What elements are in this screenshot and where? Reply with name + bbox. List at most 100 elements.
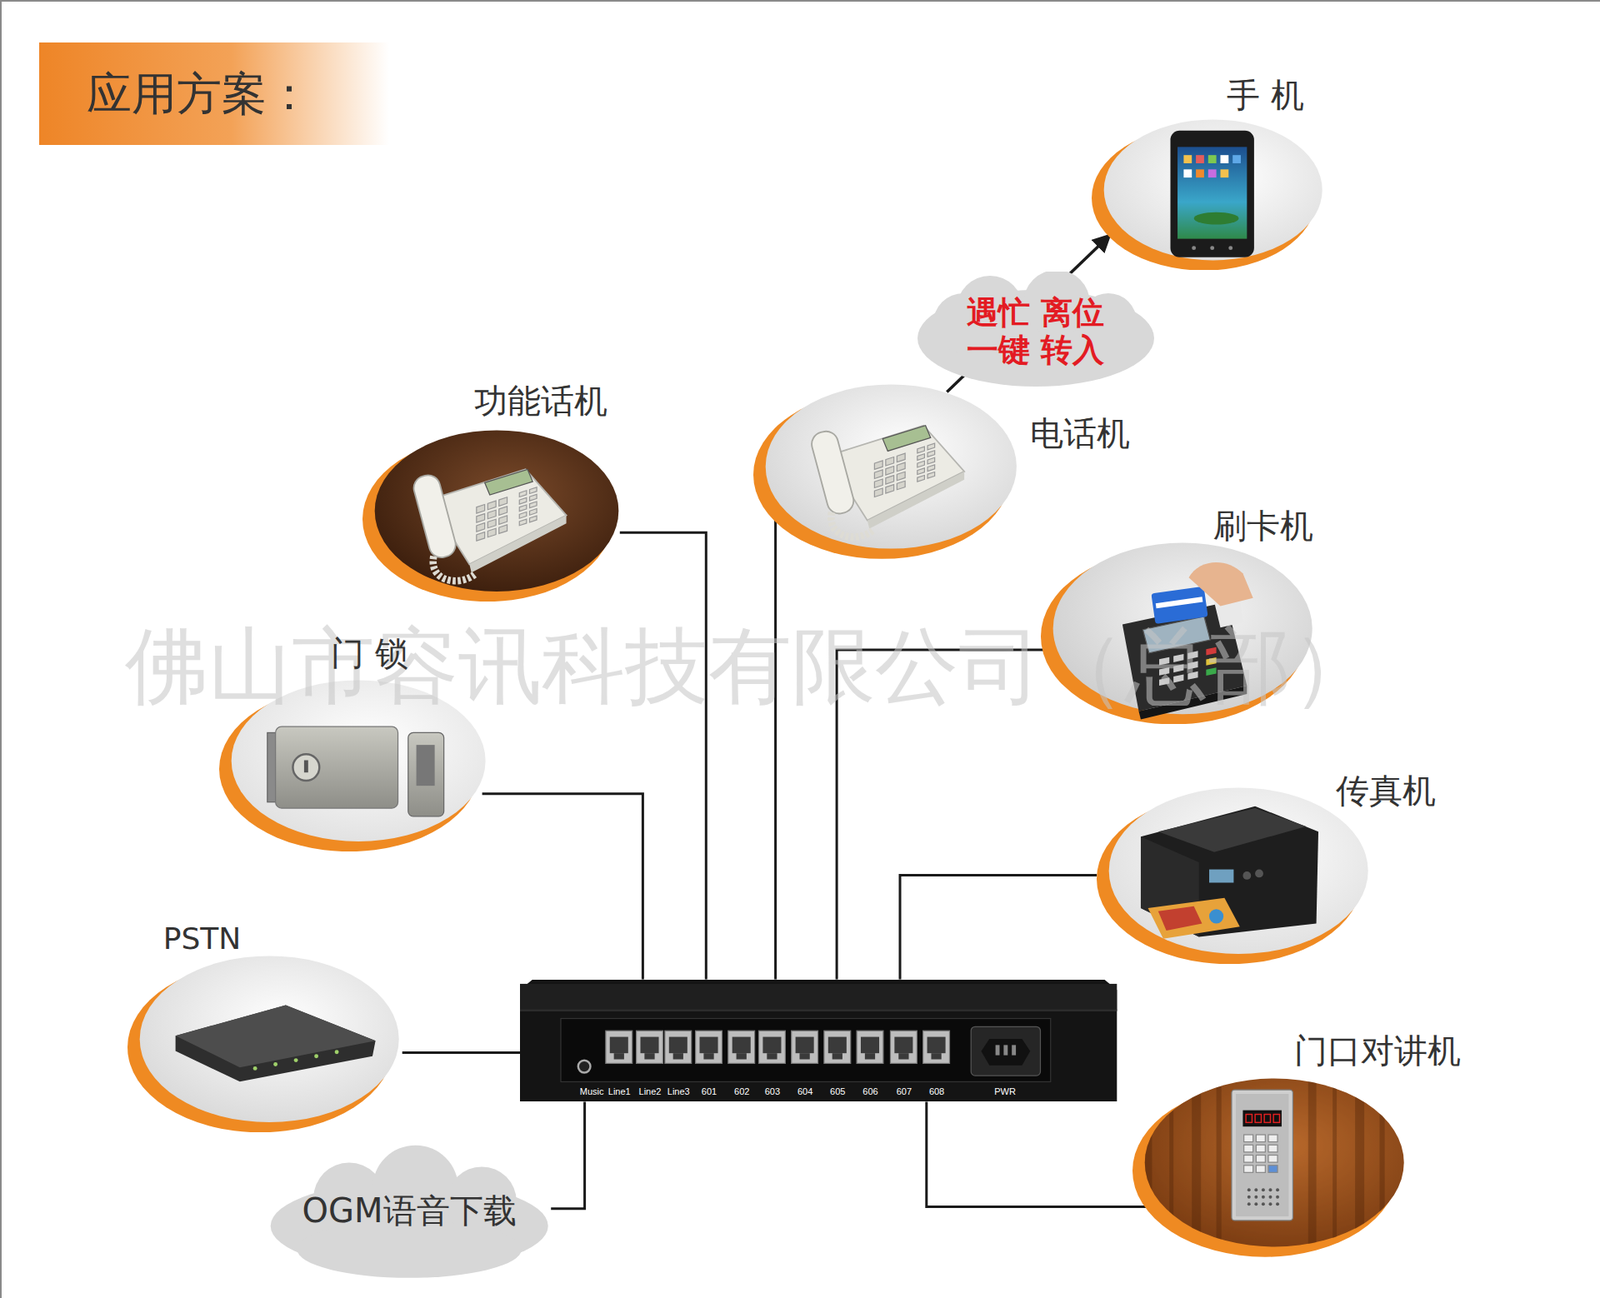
g-part [917,271,1155,387]
port-label: 602 [734,1087,750,1099]
rect-part [1187,650,1198,660]
circle-part [273,1062,278,1067]
path-part [1189,562,1254,606]
rect-part [791,1030,819,1064]
pbx-unit-node: MusicLine1Line2Line360160260360460560660… [520,980,1117,1103]
rect-part [931,1053,942,1060]
circle-part [292,754,320,781]
wire-line [402,1051,521,1055]
rect-part [1209,870,1234,884]
circle-part [1191,245,1196,250]
rect-part [832,1053,843,1060]
rect-part [860,1036,880,1054]
rect-part [795,1036,815,1054]
ogm-cloud-node: OGM语音下载 [267,1142,551,1280]
rect-part [865,1053,875,1060]
rect-part [1169,1071,1174,1266]
path-part [520,980,1117,1103]
rect-part [1191,1071,1201,1266]
rect-part [828,1036,847,1054]
door-lock-picture [267,726,445,817]
path-part [1142,616,1210,654]
ellipse-part [1194,212,1240,225]
rect-part [1355,1071,1365,1266]
rect-part [304,760,309,774]
rect-part [1155,596,1204,609]
rect-part [669,1036,688,1054]
path-part [175,1005,376,1068]
port-label: 606 [862,1087,878,1099]
rect-part [767,1053,778,1060]
line-part [520,1009,1117,1011]
rect-part [1205,667,1216,676]
rect-part [1159,667,1170,676]
tablet-picture [1170,130,1254,258]
rect-part [1244,1155,1254,1164]
rect-part [923,1030,950,1064]
rect-part [890,1030,918,1064]
feature-phone-picture [410,469,566,581]
telephone-picture [809,425,965,538]
rect-part [824,1030,851,1064]
rect-part [1244,1135,1254,1143]
ellipse-part [1104,119,1323,260]
g-part [1145,1071,1385,1266]
wire-line [774,520,777,980]
rect-part [1195,169,1205,178]
device-label: 传真机 [1335,770,1436,811]
title-band: 应用方案： [39,42,390,145]
rect-part [1220,155,1229,164]
port-label: 608 [929,1087,945,1099]
g-part [1244,1135,1278,1173]
rect-part [1255,1145,1265,1153]
rect-part [1216,1071,1222,1266]
rect-part [1159,657,1170,666]
ellipse-part [231,680,486,842]
edge-label-cloud: 遇忙 离位 一键 转入 [915,271,1157,393]
port-label: Music [580,1087,605,1099]
rect-part [732,1036,751,1054]
rect-part [1004,1045,1009,1055]
port-label: 604 [797,1087,813,1099]
rect-part [416,745,435,786]
circle-part [1261,1202,1265,1206]
rect-part [1173,674,1184,683]
rect-part [1220,169,1229,178]
rect-part [1159,677,1170,686]
rect-part [1231,1090,1293,1221]
rect-part [1244,1165,1254,1174]
wire-line [550,1101,585,1209]
circle-part [1269,1195,1273,1200]
circle-part [1275,1188,1280,1192]
wire-line [926,1101,1148,1207]
rect-part [704,1053,715,1060]
rect-part [1012,1045,1017,1055]
rect-part [275,726,399,809]
rect-part [700,1036,719,1054]
watermark-text: 佛山市容讯科技有限公司（总部） [125,617,1375,715]
rect-part [1183,169,1192,178]
rect-part [728,1030,755,1064]
rect-part [1242,1110,1282,1128]
g-part [1247,1188,1280,1206]
path-part [1122,602,1247,712]
rect-part [1177,146,1247,239]
path-part [1139,685,1248,720]
rect-part [895,1036,914,1054]
rect-part [520,983,1117,1010]
ellipse-part [140,955,400,1123]
rect-part [1205,657,1216,666]
rect-part [1173,654,1184,663]
g-part [1159,647,1217,686]
rect-part [408,732,445,816]
rect-part [605,1030,633,1064]
rect-part [1273,1115,1280,1124]
port-label: 601 [701,1087,717,1099]
rect-part [763,1036,782,1054]
circle-part [314,1054,319,1059]
circle-part [1261,1195,1265,1200]
ellipse-part [374,430,619,592]
port-label: 603 [765,1087,780,1099]
path-part [1158,808,1307,853]
rect-part [1268,1165,1278,1174]
